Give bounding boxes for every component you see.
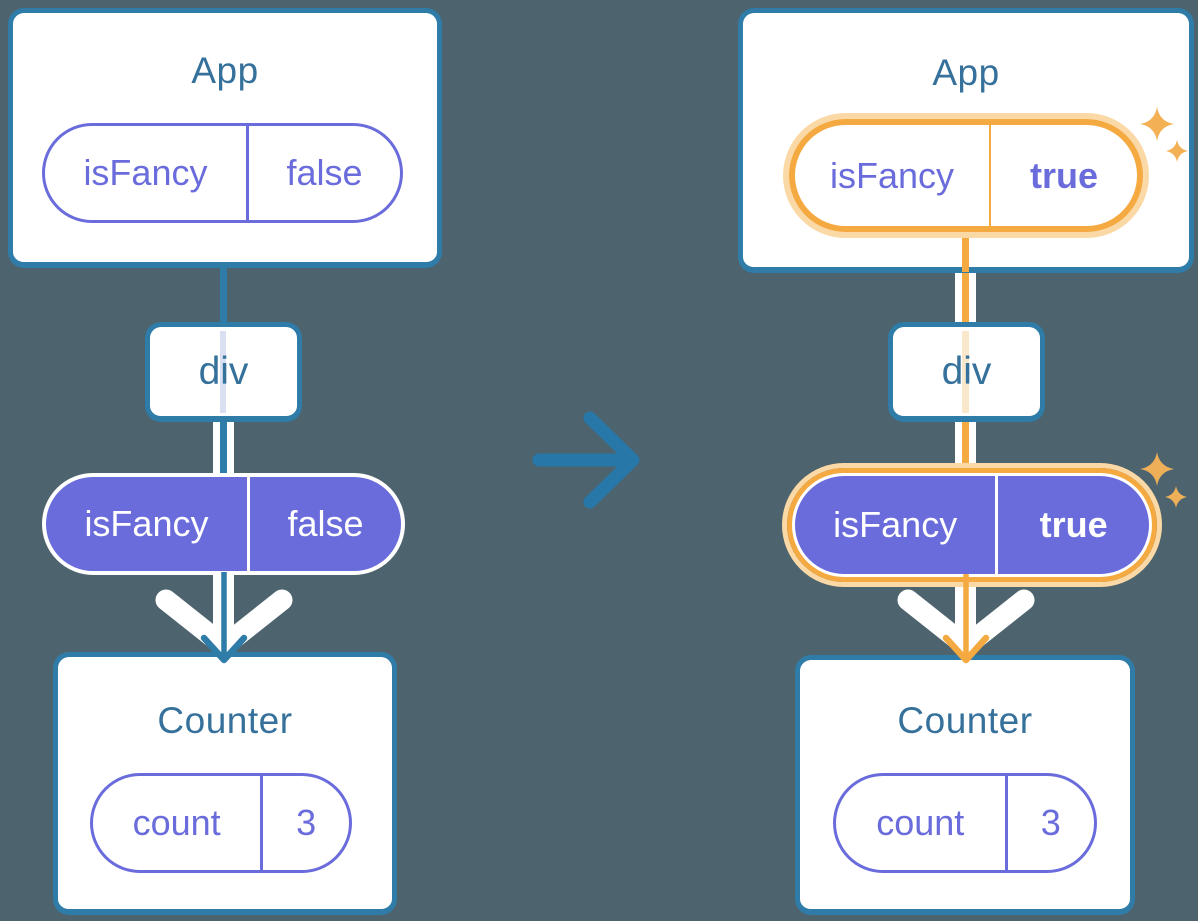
app-prop-pill-before: isFancy false <box>42 123 403 223</box>
state-pill-after-highlight: isFancy true <box>782 463 1162 587</box>
counter-state-pill-before: count 3 <box>90 773 352 873</box>
down-arrow-teal-icon <box>200 572 248 664</box>
div-label-before: div <box>198 349 249 393</box>
down-arrow-orange-icon <box>942 574 990 664</box>
state-pill-after-ring: isFancy true <box>787 468 1157 582</box>
sparkles-icon <box>1140 452 1187 508</box>
counter-state-name: count <box>876 802 965 843</box>
counter-state-value: 3 <box>1004 776 1094 870</box>
prop-value: true <box>989 125 1137 226</box>
div-box-after: div <box>888 322 1045 422</box>
pass-through-line-before <box>220 331 226 413</box>
counter-title-before: Counter <box>157 700 293 741</box>
app-prop-pill-after-highlight: isFancy true <box>783 113 1149 238</box>
app-title-after: App <box>932 52 1000 93</box>
counter-state-value: 3 <box>260 776 349 870</box>
transition-arrow-icon <box>532 411 640 509</box>
app-prop-pill-after: isFancy true <box>789 119 1143 232</box>
div-label-after: div <box>941 349 992 393</box>
state-value: false <box>246 477 401 571</box>
connector-pill-cardbottom-after <box>962 234 969 272</box>
props-pipe-center-card-div-after <box>962 271 969 325</box>
state-value: true <box>995 476 1149 574</box>
pass-through-line-after <box>962 331 969 413</box>
prop-name: isFancy <box>830 154 955 196</box>
div-box-before: div <box>145 322 302 422</box>
prop-name: isFancy <box>83 152 208 193</box>
state-pill-before: isFancy false <box>42 473 405 575</box>
sparkles-icon <box>1140 107 1188 162</box>
counter-state-pill-after: count 3 <box>833 773 1097 873</box>
prop-value: false <box>245 126 400 220</box>
connector-app-div-before <box>220 263 227 325</box>
counter-state-name: count <box>132 802 221 843</box>
props-pipe-center-div-pill-after <box>962 418 969 468</box>
app-title-before: App <box>191 50 259 91</box>
state-name: isFancy <box>84 503 209 544</box>
state-name: isFancy <box>833 504 958 545</box>
state-pill-after: isFancy true <box>795 476 1149 574</box>
counter-title-after: Counter <box>897 700 1033 741</box>
props-pipe-center-before <box>220 418 227 476</box>
